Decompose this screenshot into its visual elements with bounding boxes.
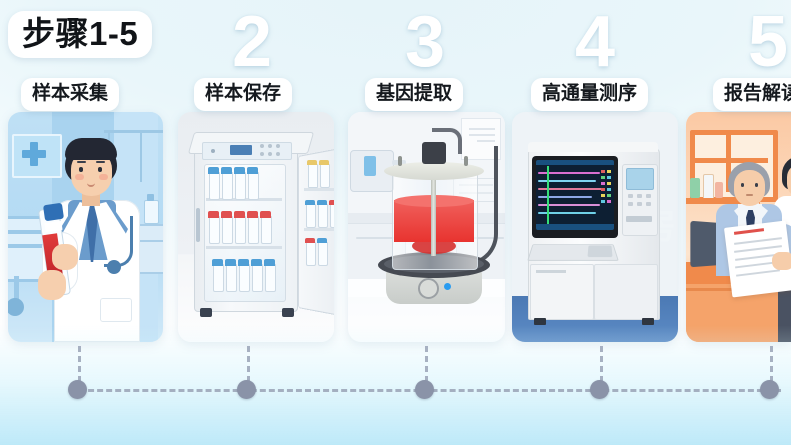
timeline-node-5[interactable] [760,380,779,399]
step-label-5[interactable]: 报告解读 [713,78,791,111]
step-label-3[interactable]: 基因提取 [365,78,464,111]
timeline-node-2[interactable] [237,380,256,399]
timeline-stem-4 [600,346,603,382]
step-number-3: 3 [405,2,446,82]
timeline-node-4[interactable] [590,380,609,399]
timeline-stem-3 [425,346,428,382]
step-label-1[interactable]: 样本采集 [21,78,120,111]
scene-gene-extraction [348,112,505,342]
timeline-stem-2 [247,346,250,382]
scene-sample-collection [8,112,163,342]
scene-report-interpretation [686,112,791,342]
step-card-2[interactable] [178,112,334,342]
scene-sample-storage [178,112,334,342]
step-card-3[interactable] [348,112,505,342]
timeline-stem-1 [78,346,81,382]
scene-high-throughput-sequencing: 房 [512,112,678,342]
step-number-5: 5 [748,2,789,82]
step-card-5[interactable] [686,112,791,342]
step-card-1[interactable] [8,112,163,342]
timeline-node-3[interactable] [415,380,434,399]
timeline-node-1[interactable] [68,380,87,399]
step-number-4: 4 [575,2,616,82]
step-number-2: 2 [232,2,273,82]
step-label-2[interactable]: 样本保存 [194,78,293,111]
bottom-glow [0,325,791,445]
page-title: 步骤1-5 [8,11,153,58]
timeline-stem-5 [770,346,773,382]
step-label-4[interactable]: 高通量测序 [531,78,649,111]
step-card-4[interactable]: 房 [512,112,678,342]
